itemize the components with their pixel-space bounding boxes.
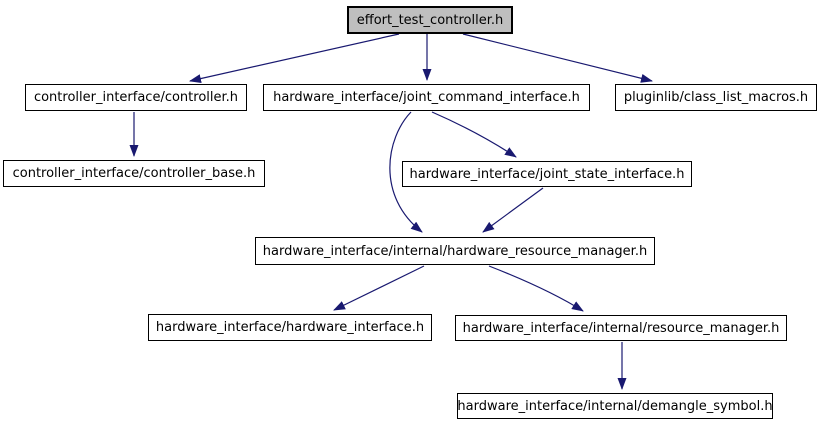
edge-hrm-to-hardware-interface (333, 265, 425, 311)
node-pluginlib-class-list-macros[interactable]: pluginlib/class_list_macros.h (615, 84, 817, 111)
node-joint-command-interface[interactable]: hardware_interface/joint_command_interfa… (263, 84, 590, 111)
node-hardware-interface[interactable]: hardware_interface/hardware_interface.h (148, 314, 432, 341)
edge-joint-state-to-hardware-resource-manager (482, 187, 544, 233)
node-controller-interface-controller[interactable]: controller_interface/controller.h (25, 84, 247, 111)
node-hardware-resource-manager[interactable]: hardware_interface/internal/hardware_res… (255, 237, 655, 265)
edge-joint-command-to-joint-state (431, 111, 517, 158)
node-controller-base[interactable]: controller_interface/controller_base.h (3, 160, 265, 187)
node-joint-state-interface[interactable]: hardware_interface/joint_state_interface… (402, 161, 692, 187)
node-effort-test-controller[interactable]: effort_test_controller.h (347, 6, 513, 34)
node-resource-manager[interactable]: hardware_interface/internal/resource_man… (455, 315, 787, 341)
edge-root-to-controller (189, 33, 400, 83)
edge-hrm-to-resource-manager (488, 265, 584, 312)
edge-root-to-class-list-macros (462, 33, 653, 83)
node-demangle-symbol[interactable]: hardware_interface/internal/demangle_sym… (457, 393, 773, 419)
